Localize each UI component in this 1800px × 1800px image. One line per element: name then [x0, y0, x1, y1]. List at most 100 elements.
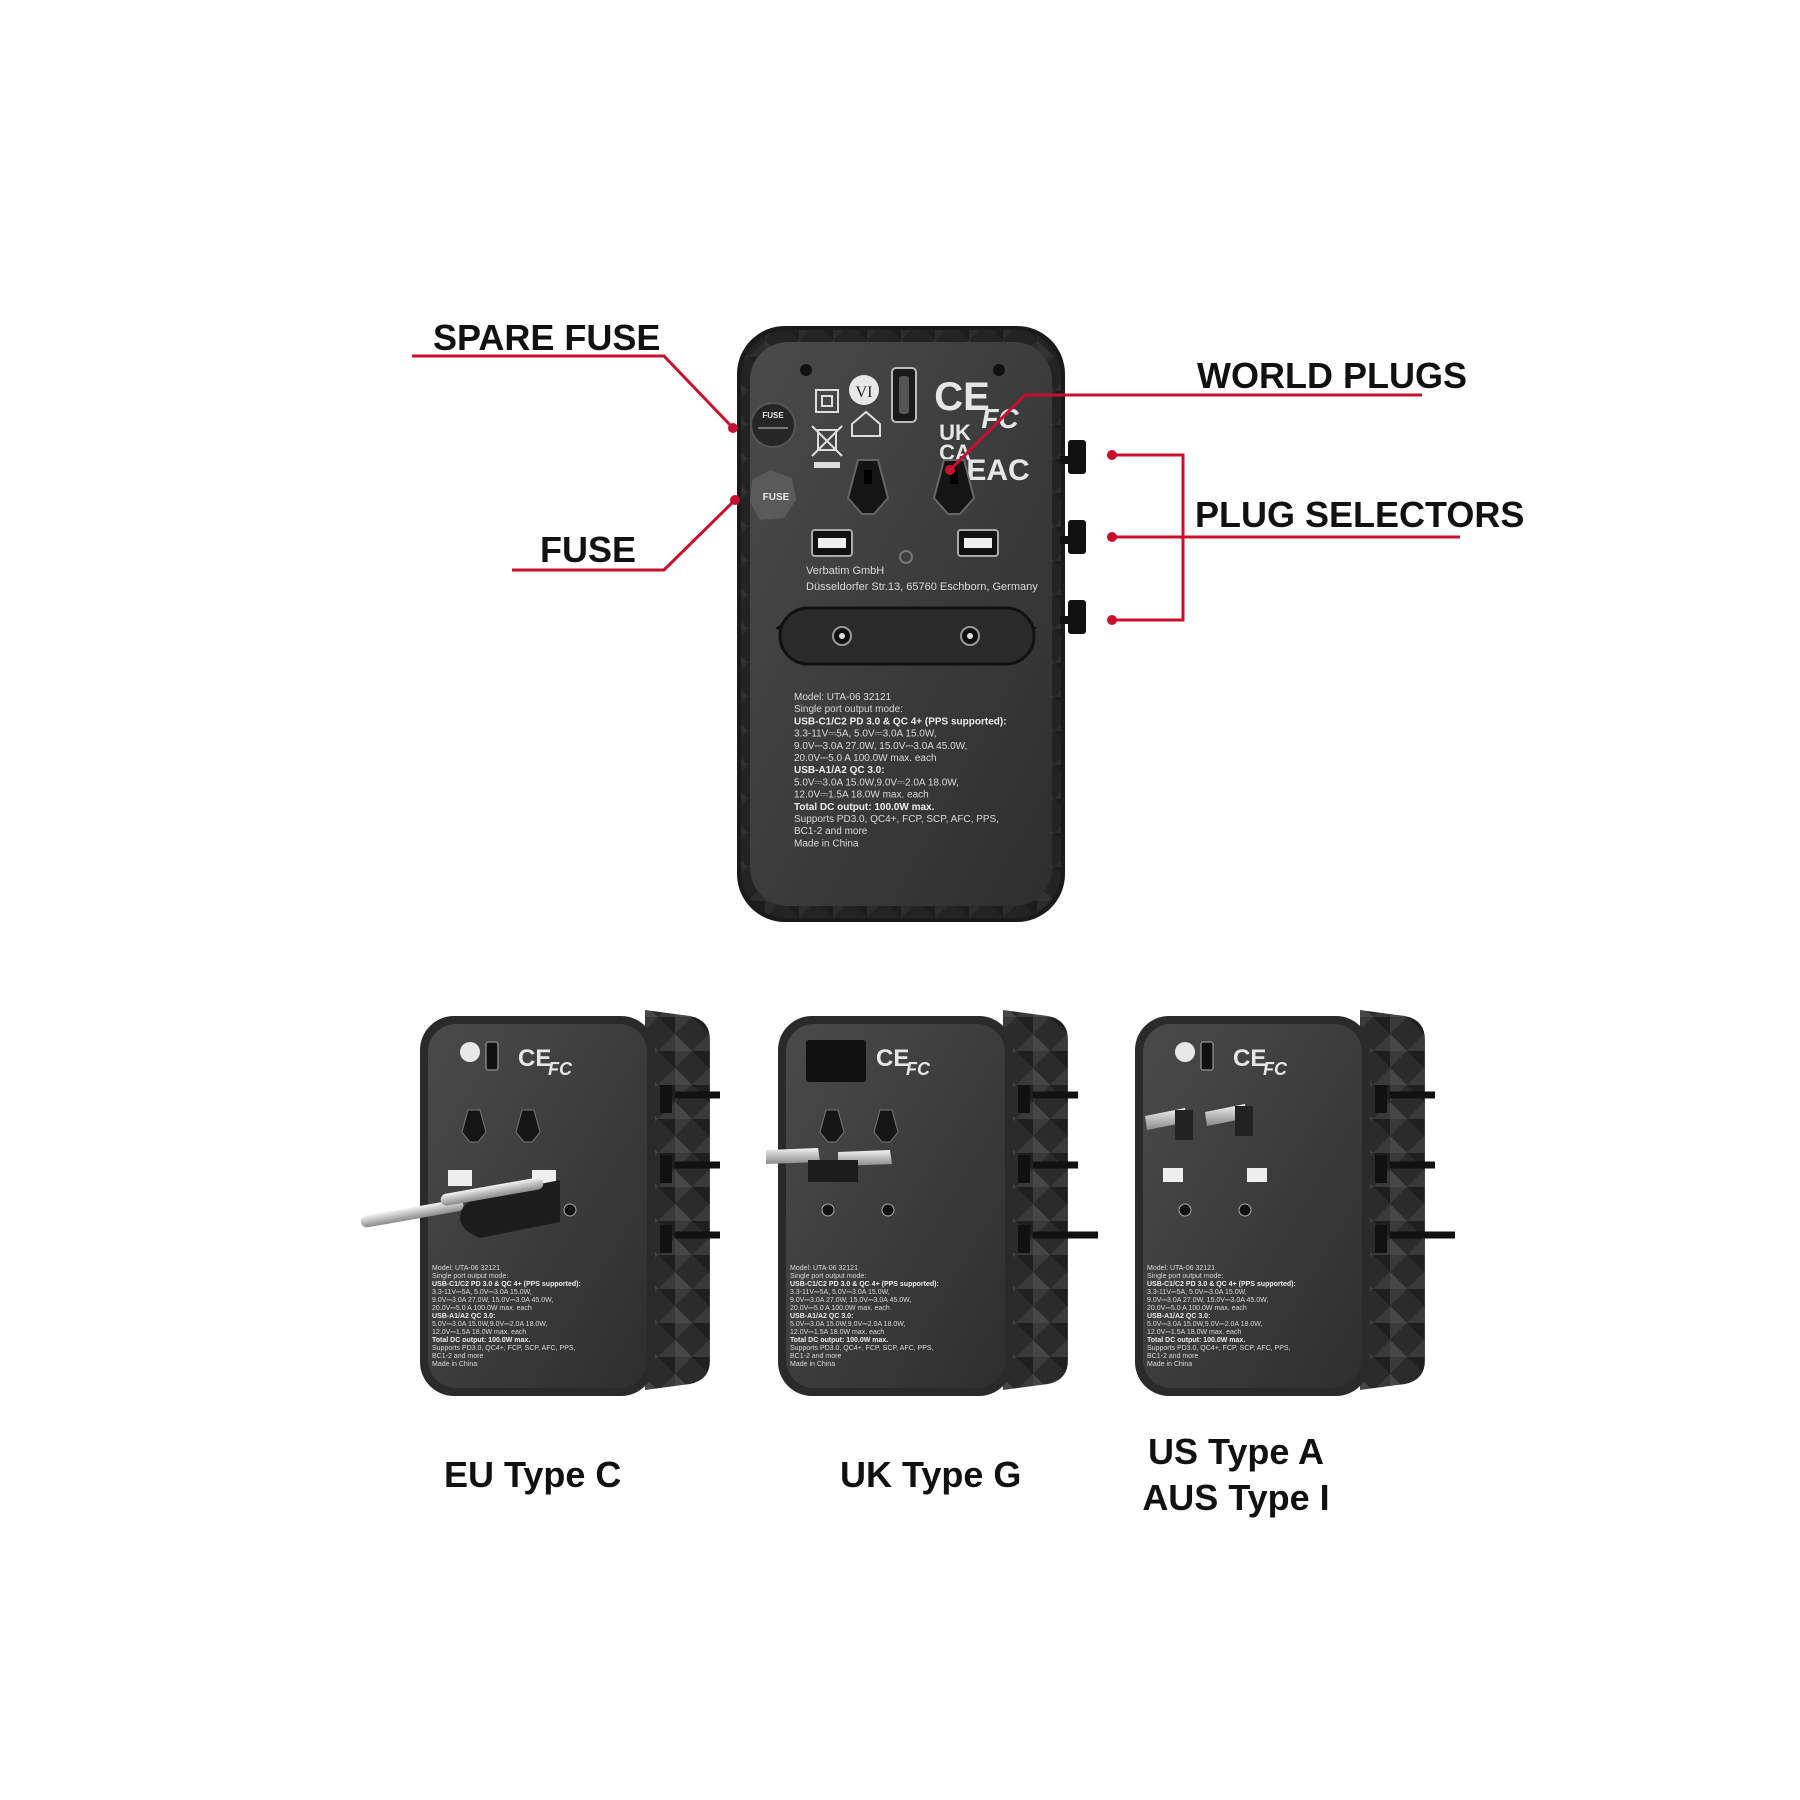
spec-line: Single port output mode:: [432, 1273, 508, 1280]
spec-line: Supports PD3.0, QC4+, FCP, SCP, AFC, PPS…: [432, 1345, 576, 1352]
spec-line: 9.0V⎓3.0A 27.0W, 15.0V⎓3.0A 45.0W,: [432, 1297, 553, 1304]
spec-line: 3.3-11V⎓5A, 5.0V⎓3.0A 15.0W,: [1147, 1289, 1247, 1296]
spec-line: 20.0V⎓5.0 A 100.0W max. each: [794, 753, 937, 764]
callout-plug-selectors: PLUG SELECTORS: [1107, 450, 1524, 625]
spec-line: Made in China: [794, 838, 859, 849]
spec-line: BC1-2 and more: [794, 826, 868, 837]
eac-mark: EAC: [966, 454, 1029, 487]
spec-line: 5.0V⎓3.0A 15.0W,9.0V⎓2.0A 18.0W,: [790, 1321, 906, 1328]
spec-line: BC1-2 and more: [432, 1353, 483, 1360]
spec-line: USB-C1/C2 PD 3.0 & QC 4+ (PPS supported)…: [790, 1281, 939, 1288]
spec-line: USB-C1/C2 PD 3.0 & QC 4+ (PPS supported)…: [794, 716, 1007, 727]
ukca-mark-top: UK: [939, 420, 971, 445]
vi-mark-label: VI: [856, 384, 873, 401]
spec-line: Model: UTA-06 32121: [790, 1265, 858, 1272]
variant-fcc-mark: FC: [548, 1059, 573, 1079]
spec-line: Made in China: [432, 1361, 477, 1368]
spec-line: Total DC output: 100.0W max.: [790, 1337, 888, 1344]
indoor-use-icon: [851, 410, 881, 437]
spec-line: Supports PD3.0, QC4+, FCP, SCP, AFC, PPS…: [794, 814, 999, 825]
address-line-1: Verbatim GmbH: [806, 565, 884, 577]
euro-socket: [775, 606, 1038, 666]
spec-line: Model: UTA-06 32121: [432, 1265, 500, 1272]
plug-selector-top: [1060, 440, 1086, 474]
spec-line: 20.0V⎓5.0 A 100.0W max. each: [432, 1305, 532, 1312]
callout-world-plugs-label: WORLD PLUGS: [1197, 355, 1467, 396]
spec-line: 3.3-11V⎓5A, 5.0V⎓3.0A 15.0W,: [794, 729, 937, 740]
spec-line: Model: UTA-06 32121: [1147, 1265, 1215, 1272]
variant-caption-uk: UK Type G: [840, 1454, 1021, 1495]
callout-world-plugs: WORLD PLUGS: [945, 355, 1467, 475]
spec-line: Model: UTA-06 32121: [794, 692, 892, 703]
spec-line: 5.0V⎓3.0A 15.0W,9.0V⎓2.0A 18.0W,: [794, 777, 959, 788]
spec-line: 9.0V⎓3.0A 27.0W, 15.0V⎓3.0A 45.0W,: [794, 741, 967, 752]
spec-line: Total DC output: 100.0W max.: [1147, 1337, 1245, 1344]
address-line-2: Düsseldorfer Str.13, 65760 Eschborn, Ger…: [806, 581, 1038, 593]
spec-line: Total DC output: 100.0W max.: [794, 802, 935, 813]
spec-line: USB-A1/A2 QC 3.0:: [1147, 1313, 1210, 1320]
spec-line: USB-C1/C2 PD 3.0 & QC 4+ (PPS supported)…: [1147, 1281, 1296, 1288]
certification-marks: VI CE FC UK CA EAC: [811, 367, 1030, 487]
callouts: SPARE FUSE FUSE WORLD PLUGS PLUG SELECTO…: [412, 317, 1524, 625]
spec-line: Made in China: [790, 1361, 835, 1368]
callout-plug-selectors-label: PLUG SELECTORS: [1195, 494, 1524, 535]
spec-line: Supports PD3.0, QC4+, FCP, SCP, AFC, PPS…: [790, 1345, 934, 1352]
spec-line: 12.0V⎓1.5A 18.0W max. each: [790, 1329, 884, 1336]
double-insulation-icon: [815, 389, 839, 413]
screw: [800, 364, 812, 376]
variant-caption-us: US Type A: [1148, 1431, 1324, 1472]
spec-line: Total DC output: 100.0W max.: [432, 1337, 530, 1344]
main-adapter: FUSE FUSE VI CE FC: [737, 326, 1086, 922]
callout-spare-fuse-label: SPARE FUSE: [433, 317, 660, 358]
callout-fuse: FUSE: [512, 495, 740, 572]
spare-fuse-cap: FUSE: [750, 402, 796, 448]
spec-line: 3.3-11V⎓5A, 5.0V⎓3.0A 15.0W,: [790, 1289, 890, 1296]
weee-bin-icon: [811, 425, 843, 468]
variant-fcc-mark: FC: [1263, 1059, 1288, 1079]
spec-line: 12.0V⎓1.5A 18.0W max. each: [1147, 1329, 1241, 1336]
variant-ce-mark: CE: [1233, 1045, 1266, 1072]
fuse-cap-label: FUSE: [763, 492, 790, 503]
spec-line: Made in China: [1147, 1361, 1192, 1368]
spec-line: 12.0V⎓1.5A 18.0W max. each: [432, 1329, 526, 1336]
spec-line: 5.0V⎓3.0A 15.0W,9.0V⎓2.0A 18.0W,: [432, 1321, 548, 1328]
spec-line: 9.0V⎓3.0A 27.0W, 15.0V⎓3.0A 45.0W,: [1147, 1297, 1268, 1304]
callout-spare-fuse: SPARE FUSE: [412, 317, 738, 433]
plug-selector-bottom: [1060, 600, 1086, 634]
spec-line: Single port output mode:: [1147, 1273, 1223, 1280]
variant-ce-mark: CE: [518, 1045, 551, 1072]
variant-ce-mark: CE: [876, 1045, 909, 1072]
ce-mark: CE: [934, 375, 990, 419]
variant-fcc-mark: FC: [906, 1059, 931, 1079]
eu-plug-pins: [360, 1177, 560, 1238]
spec-line: 20.0V⎓5.0 A 100.0W max. each: [790, 1305, 890, 1312]
spec-line: Single port output mode:: [790, 1273, 866, 1280]
spec-line: 5.0V⎓3.0A 15.0W,9.0V⎓2.0A 18.0W,: [1147, 1321, 1263, 1328]
callout-fuse-label: FUSE: [540, 529, 636, 570]
world-plug-socket-right: [932, 459, 976, 515]
variant-caption-aus: AUS Type I: [1142, 1477, 1329, 1518]
center-mark: [899, 550, 913, 564]
spec-line: BC1-2 and more: [1147, 1353, 1198, 1360]
uk-plug-pins: [766, 1148, 892, 1182]
variant-caption-eu: EU Type C: [444, 1454, 621, 1495]
spec-line: 12.0V⎓1.5A 18.0W max. each: [794, 790, 929, 801]
world-plug-socket-left: [846, 459, 890, 515]
spec-line: Single port output mode:: [794, 704, 903, 715]
spec-line: 3.3-11V⎓5A, 5.0V⎓3.0A 15.0W,: [432, 1289, 532, 1296]
spec-line: Supports PD3.0, QC4+, FCP, SCP, AFC, PPS…: [1147, 1345, 1291, 1352]
screw: [993, 364, 1005, 376]
spec-line: 9.0V⎓3.0A 27.0W, 15.0V⎓3.0A 45.0W,: [790, 1297, 911, 1304]
us-plug-pins: [1145, 1104, 1253, 1140]
spec-line: USB-A1/A2 QC 3.0:: [790, 1313, 853, 1320]
spec-line: USB-A1/A2 QC 3.0:: [432, 1313, 495, 1320]
spec-line: BC1-2 and more: [790, 1353, 841, 1360]
